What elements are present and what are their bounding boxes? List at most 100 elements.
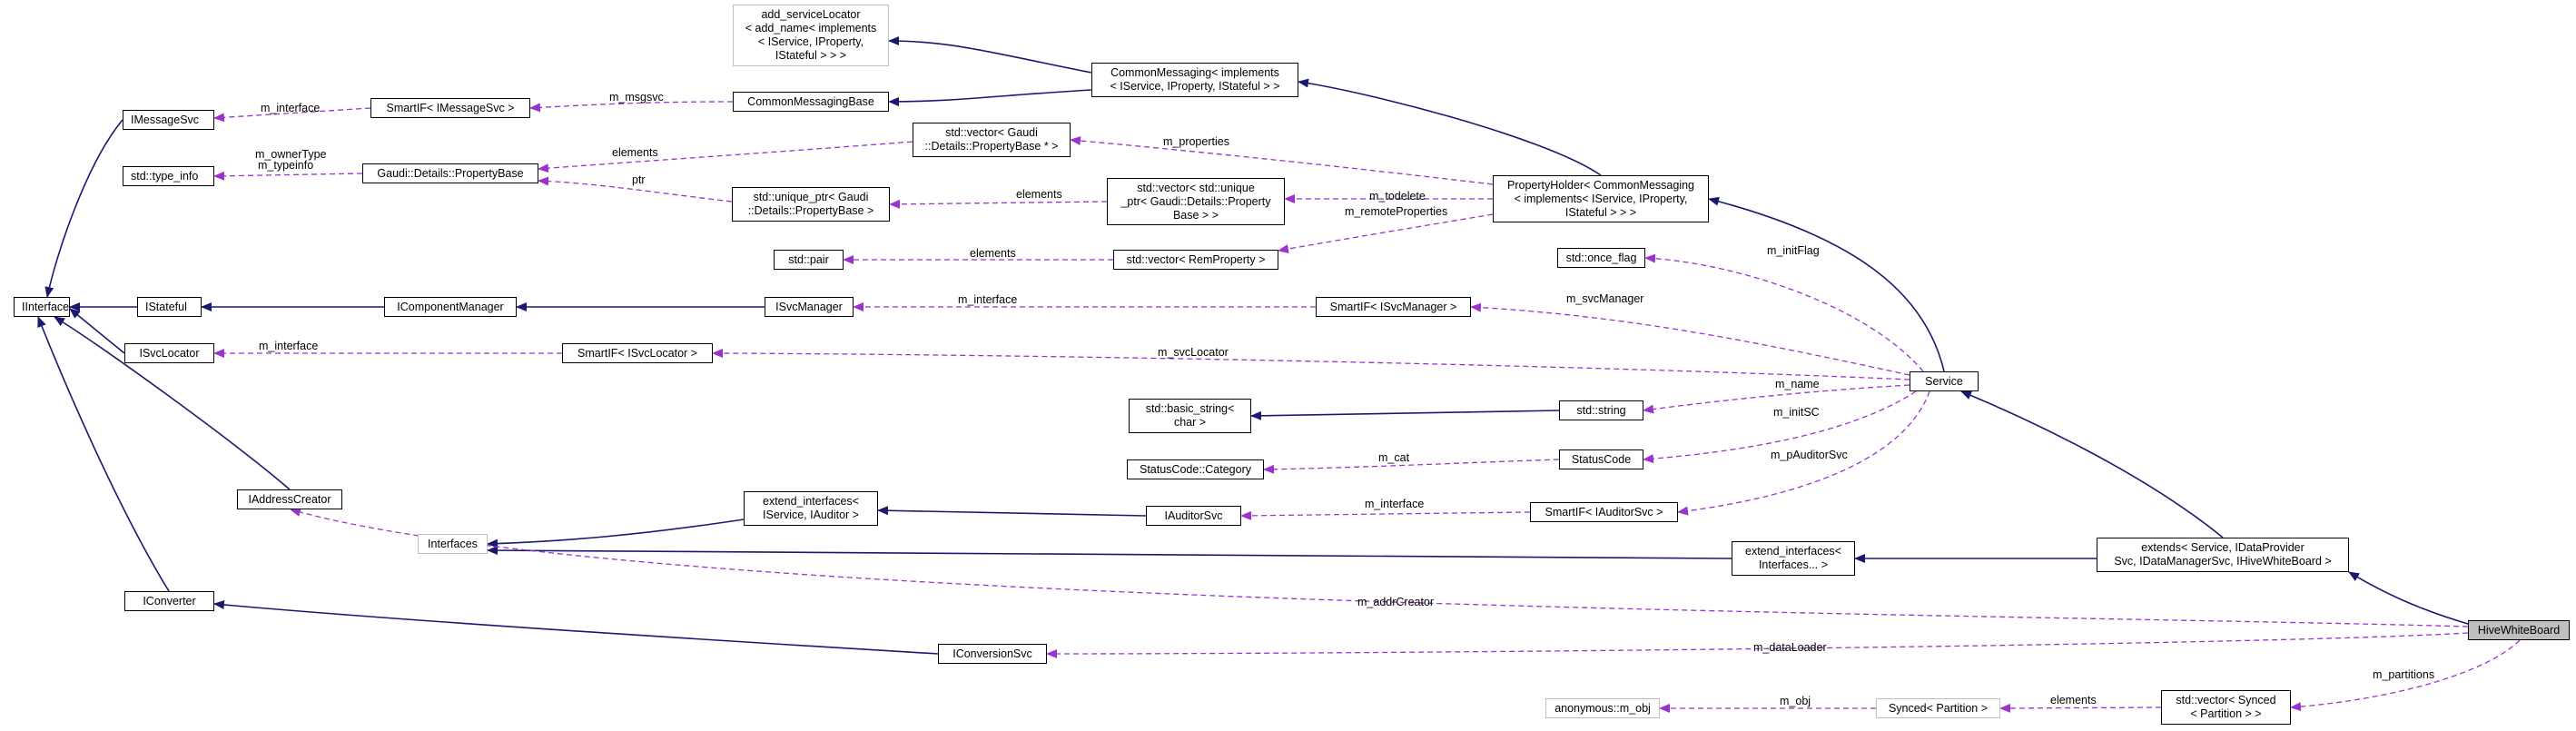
node-iconverter[interactable]: IConverter (124, 591, 214, 611)
edge-label: m_obj (1780, 695, 1811, 707)
node-statuscode-category[interactable]: StatusCode::Category (1127, 459, 1264, 479)
edge-label: m_addrCreator (1357, 596, 1434, 608)
edge-label: m_msgsvc (609, 91, 664, 104)
edge-label: m_svcManager (1566, 292, 1643, 305)
node-icomponentmanager[interactable]: IComponentManager (384, 297, 517, 317)
node-propertybase[interactable]: Gaudi::Details::PropertyBase (362, 163, 538, 183)
edge-paths (37, 36, 2521, 713)
node-iinterface[interactable]: IInterface (14, 297, 70, 317)
node-iaddresscreator[interactable]: IAddressCreator (237, 489, 342, 509)
usage-edge (2290, 639, 2521, 712)
inheritance-edge (2348, 571, 2469, 625)
node-extends-service[interactable]: extends< Service, IDataProvider Svc, IDa… (2097, 538, 2349, 572)
node-statuscode[interactable]: StatusCode (1559, 449, 1643, 469)
usage-edge (1240, 510, 1531, 520)
edge-label: m_cat (1378, 451, 1410, 464)
node-smartif-isvclocator[interactable]: SmartIF< ISvcLocator > (562, 343, 713, 363)
node-iconversionsvc[interactable]: IConversionSvc (938, 644, 1047, 664)
usage-edge (712, 349, 1910, 380)
usage-edge (213, 171, 363, 181)
node-std-string[interactable]: std::string (1559, 400, 1643, 420)
edge-label: m_todelete (1369, 190, 1426, 203)
node-anonymous-m-obj[interactable]: anonymous::m_obj (1545, 698, 1660, 718)
node-isvclocator[interactable]: ISvcLocator (124, 343, 214, 363)
usage-edge (1677, 390, 1930, 516)
node-service[interactable]: Service (1910, 371, 1979, 391)
inheritance-edge (69, 308, 125, 354)
node-synced-partition[interactable]: Synced< Partition > (1876, 698, 2000, 718)
edge-label: m_svcLocator (1158, 346, 1229, 359)
inheritance-edge (1250, 410, 1560, 420)
edge-label: m_pAuditorSvc (1771, 449, 1848, 461)
edge-label: ptr (632, 173, 646, 186)
edge-label: m_interface (958, 293, 1017, 306)
inheritance-edge (213, 600, 939, 655)
node-vector-synced-partition[interactable]: std::vector< Synced < Partition > > (2161, 690, 2291, 725)
usage-edge (1644, 253, 1924, 372)
node-extend-interfaces-iservice[interactable]: extend_interfaces< IService, IAuditor > (744, 491, 878, 526)
node-istateful[interactable]: IStateful (137, 297, 202, 317)
node-std-type-info[interactable]: std::type_info (123, 166, 214, 186)
inheritance-edge (487, 546, 1732, 559)
node-std-pair[interactable]: std::pair (774, 250, 844, 270)
edge-label: m_typeinfo (258, 159, 313, 172)
node-isvcmanager[interactable]: ISvcManager (765, 297, 854, 317)
inheritance-edge (54, 316, 291, 490)
node-hivewhiteboard[interactable]: HiveWhiteBoard (2468, 620, 2570, 640)
node-iauditorsvc[interactable]: IAuditorSvc (1146, 506, 1241, 526)
edge-labels: m_interface m_msgsvc m_ownerType m_typei… (255, 91, 2434, 707)
usage-edge (1263, 459, 1560, 474)
edge-label: m_name (1775, 378, 1820, 390)
edge-label: m_ownerType (255, 148, 327, 161)
inheritance-edge (44, 119, 123, 298)
inheritance-edge (487, 519, 745, 548)
node-vector-remproperty[interactable]: std::vector< RemProperty > (1113, 250, 1278, 270)
node-commonmessaging[interactable]: CommonMessaging< implements < IService, … (1091, 63, 1298, 97)
usage-edge (889, 199, 1108, 209)
node-unique-ptr-propertybase[interactable]: std::unique_ptr< Gaudi ::Details::Proper… (732, 187, 890, 222)
edge-label: m_interface (261, 102, 320, 114)
node-interfaces[interactable]: Interfaces (418, 534, 488, 554)
node-commonmessagingbase[interactable]: CommonMessagingBase (733, 92, 889, 112)
usage-edge (1643, 384, 1910, 414)
inheritance-edge (37, 316, 170, 592)
node-imessagesvc[interactable]: IMessageSvc (123, 110, 214, 130)
edge-label: m_remoteProperties (1345, 205, 1447, 218)
usage-edge (1046, 632, 2469, 658)
edge-label: elements (2050, 694, 2097, 706)
usage-edge (529, 101, 734, 113)
edge-label: elements (970, 247, 1016, 260)
node-extend-interfaces-dots[interactable]: extend_interfaces< Interfaces... > (1732, 541, 1855, 576)
node-smartif-imessagesvc[interactable]: SmartIF< IMessageSvc > (370, 98, 530, 118)
edge-label: elements (1016, 188, 1062, 201)
inheritance-edge (888, 89, 1092, 106)
edge-label: m_initSC (1773, 406, 1820, 419)
node-vector-unique-ptr[interactable]: std::vector< std::unique _ptr< Gaudi::De… (1107, 178, 1285, 225)
node-std-once-flag[interactable]: std::once_flag (1557, 248, 1645, 268)
usage-edge (1278, 213, 1494, 254)
edge-label: elements (612, 146, 658, 159)
edge-label: m_interface (259, 340, 318, 352)
inheritance-edge (1298, 78, 1602, 176)
usage-edge (1070, 136, 1494, 185)
node-smartif-isvcmanager[interactable]: SmartIF< ISvcManager > (1316, 297, 1471, 317)
inheritance-edge (877, 506, 1147, 517)
node-propertyholder[interactable]: PropertyHolder< CommonMessaging < implem… (1493, 175, 1709, 222)
node-vector-propertybase-ptr[interactable]: std::vector< Gaudi ::Details::PropertyBa… (913, 123, 1071, 157)
edge-label: m_properties (1163, 135, 1229, 148)
edge-label: m_interface (1365, 498, 1424, 510)
usage-edge (290, 508, 2469, 627)
inheritance-edge (1960, 390, 2224, 538)
usage-edge (1470, 302, 1910, 376)
inheritance-edge (1708, 196, 1945, 372)
node-add-servicelocator[interactable]: add_serviceLocator < add_name< implement… (733, 5, 889, 66)
edge-label: m_dataLoader (1753, 641, 1827, 654)
usage-edge (1999, 703, 2162, 713)
node-std-basic-string[interactable]: std::basic_string< char > (1129, 399, 1251, 433)
node-smartif-iauditorsvc[interactable]: SmartIF< IAuditorSvc > (1530, 502, 1678, 522)
usage-edge (538, 176, 733, 203)
inheritance-edge (888, 36, 1092, 74)
usage-edge (213, 107, 371, 123)
